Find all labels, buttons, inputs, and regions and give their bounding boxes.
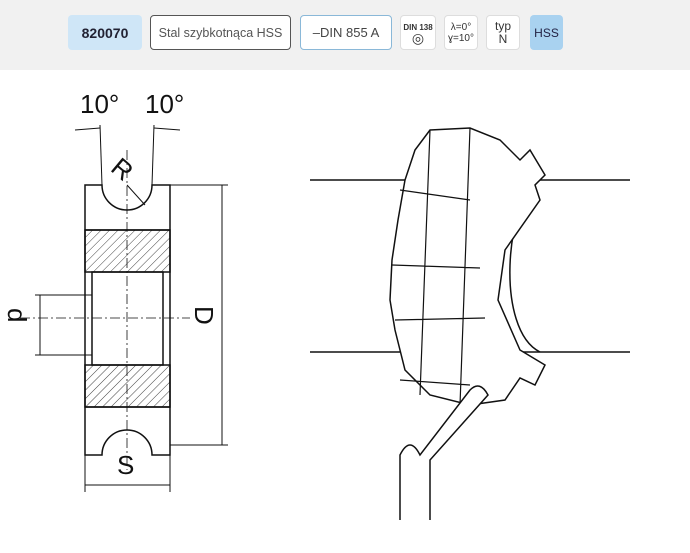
lambda-label: λ=0° (450, 21, 472, 33)
outer-diameter-label: D (189, 306, 219, 325)
material-badge: Stal szybkotnąca HSS (150, 15, 291, 50)
radius-label: R (106, 152, 140, 187)
hss-badge: HSS (530, 15, 563, 50)
type-value: N (498, 31, 508, 46)
product-code-badge: 820070 (68, 15, 142, 50)
type-label: typ (494, 18, 511, 33)
application-view (310, 127, 630, 520)
din-138-icon: DIN 138◎ (400, 15, 436, 50)
header-bar: 820070 Stal szybkotnąca HSS –DIN 855 A D… (0, 0, 690, 70)
gamma-label: ɣ=10° (448, 32, 474, 44)
angle-right-label: 10° (145, 89, 184, 119)
cross-section-view (20, 124, 228, 492)
bore-diameter-label: d (2, 308, 32, 322)
din-138-label: DIN 138 (403, 22, 433, 32)
angle-left-label: 10° (80, 89, 119, 119)
standard-badge: –DIN 855 A (300, 15, 392, 50)
angle-icon: λ=0°ɣ=10° (444, 15, 478, 50)
width-label: S (117, 450, 134, 480)
